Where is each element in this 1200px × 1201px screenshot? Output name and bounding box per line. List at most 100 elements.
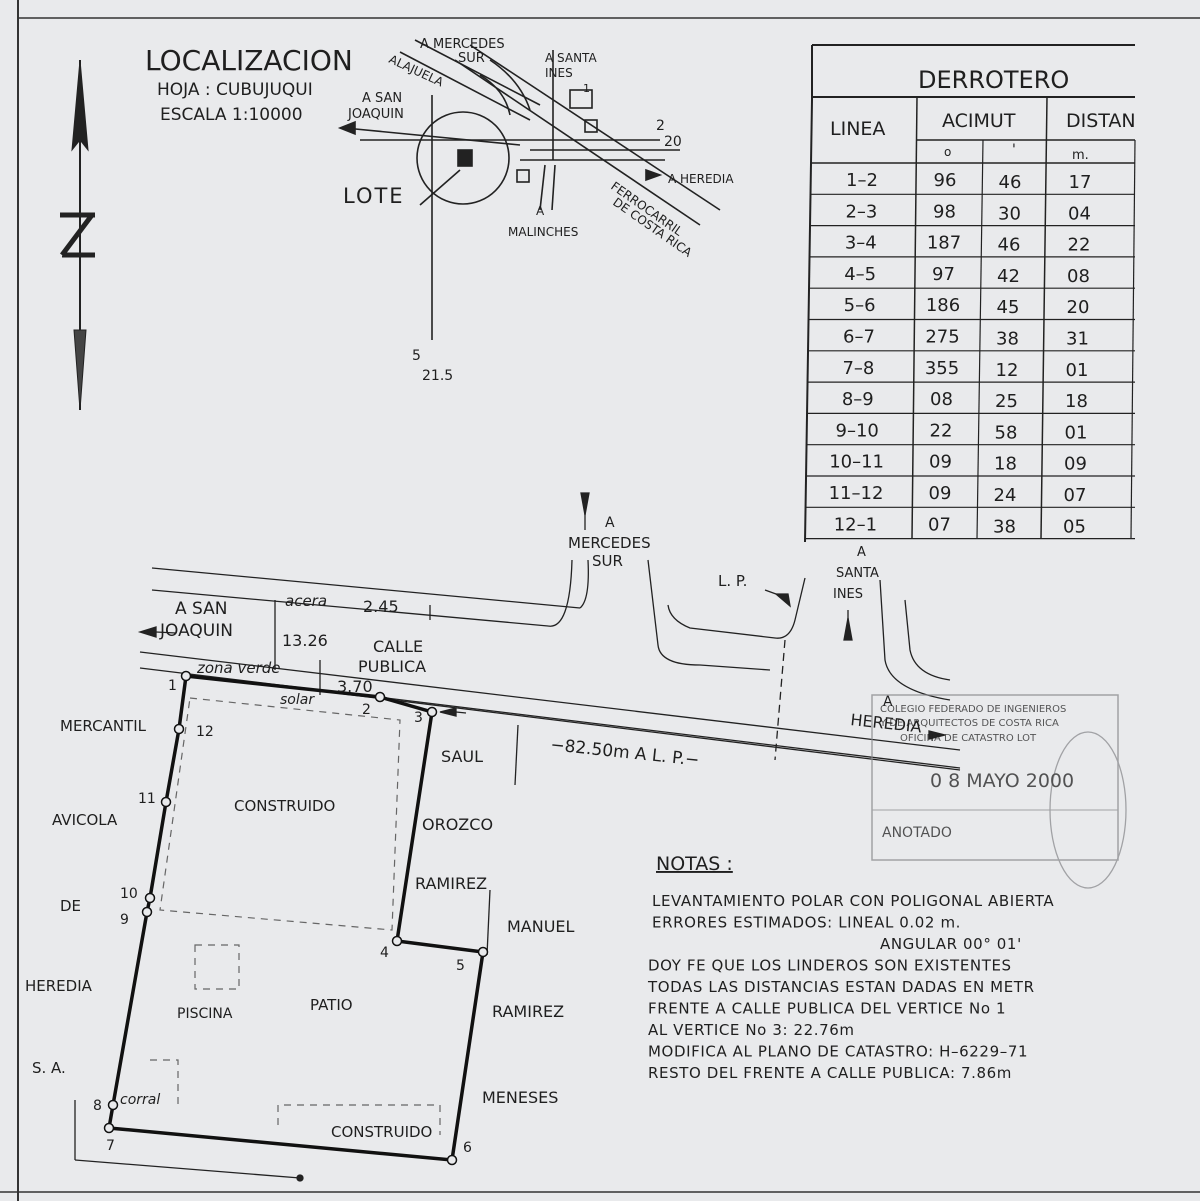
row-azimuth-deg: 187 xyxy=(927,233,961,254)
row-azimuth-min: 24 xyxy=(994,485,1017,506)
plan-a-mercedes: A xyxy=(605,515,615,531)
row-distance: 01 xyxy=(1066,360,1089,381)
row-azimuth-min: 42 xyxy=(997,266,1020,287)
vertex-label: 10 xyxy=(120,886,138,902)
notes-block: LEVANTAMIENTO POLAR CON POLIGONAL ABIERT… xyxy=(647,892,1054,1082)
note-line: RESTO DEL FRENTE A CALLE PUBLICA: 7.86m xyxy=(648,1064,1012,1082)
row-line: 1–2 xyxy=(846,170,878,191)
vertex-label: 9 xyxy=(120,912,129,928)
note-line: FRENTE A CALLE PUBLICA DEL VERTICE No 1 xyxy=(648,1000,1006,1018)
stamp-date: 0 8 MAYO 2000 xyxy=(930,770,1074,792)
neighbor-east-5: RAMIREZ xyxy=(492,1002,564,1021)
row-distance: 05 xyxy=(1063,516,1086,537)
vertex-label: 11 xyxy=(138,791,156,807)
location-title: LOCALIZACION xyxy=(145,44,353,77)
note-line: TODAS LAS DISTANCIAS ESTAN DADAS EN METR xyxy=(647,978,1035,996)
registry-stamp: COLEGIO FEDERADO DE INGENIEROS Y DE ARQU… xyxy=(871,694,1127,889)
header-azimuth: ACIMUT xyxy=(942,110,1016,132)
row-azimuth-min: 46 xyxy=(998,235,1021,256)
row-azimuth-deg: 08 xyxy=(930,389,953,410)
row-azimuth-deg: 22 xyxy=(930,420,953,441)
stamp-annotated: ANOTADO xyxy=(882,825,952,841)
subheader-unit: m. xyxy=(1072,148,1089,163)
plan-joaquin: JOAQUIN xyxy=(159,621,233,641)
neighbor-west-5: S. A. xyxy=(32,1059,66,1077)
row-line: 8–9 xyxy=(842,389,874,410)
vertex-label: 12 xyxy=(196,724,214,740)
loc-san-joaquin: A SAN xyxy=(362,91,402,106)
row-azimuth-min: 30 xyxy=(998,203,1021,224)
row-azimuth-deg: 98 xyxy=(933,201,956,222)
stamp-line-1: COLEGIO FEDERADO DE INGENIEROS xyxy=(880,704,1066,715)
vertex-point xyxy=(446,1154,458,1166)
plan-a-heredia: A xyxy=(883,694,893,710)
plan-patio: PATIO xyxy=(310,996,353,1014)
vertex-label: 8 xyxy=(93,1098,102,1114)
row-line: 3–4 xyxy=(845,233,877,254)
subheader-degrees: o xyxy=(944,145,951,159)
location-scale: ESCALA 1:10000 xyxy=(160,105,303,125)
loc-heredia: A HEREDIA xyxy=(668,172,734,186)
neighbor-east-2: OROZCO xyxy=(422,815,493,834)
plan-solar: solar xyxy=(280,692,315,708)
vertex-point xyxy=(160,796,172,808)
plan-piscina: PISCINA xyxy=(177,1006,233,1022)
plan-ines: INES xyxy=(833,587,863,602)
plan-a-santa: A xyxy=(857,545,866,560)
row-azimuth-deg: 275 xyxy=(925,327,959,348)
row-line: 12–1 xyxy=(834,514,877,535)
grid-easting: 2 xyxy=(656,118,665,134)
row-distance: 01 xyxy=(1065,422,1088,443)
subheader-minutes: ' xyxy=(1012,142,1016,158)
vertex-point xyxy=(180,670,192,682)
neighbor-east-4: MANUEL xyxy=(507,917,575,936)
loc-san-joaquin-2: JOAQUIN xyxy=(347,107,404,122)
vertex-label: 7 xyxy=(106,1138,115,1154)
header-distance: DISTAN xyxy=(1066,110,1136,132)
grid-northing-2: 21.5 xyxy=(422,368,453,384)
plan-street-width: 13.26 xyxy=(282,631,328,650)
note-line: LEVANTAMIENTO POLAR CON POLIGONAL ABIERT… xyxy=(652,892,1054,910)
vertex-point xyxy=(107,1099,119,1111)
row-azimuth-min: 58 xyxy=(995,422,1018,443)
north-arrow-icon xyxy=(60,59,95,411)
plan-acera: acera xyxy=(285,592,327,610)
row-distance: 20 xyxy=(1067,297,1090,318)
derrotero-title: DERROTERO xyxy=(918,66,1069,94)
row-line: 11–12 xyxy=(829,483,884,504)
row-azimuth-deg: 09 xyxy=(929,452,952,473)
neighbor-east-1: SAUL xyxy=(441,747,483,766)
location-sheet: HOJA : CUBUJUQUI xyxy=(157,80,313,100)
row-azimuth-deg: 97 xyxy=(932,264,955,285)
grid-easting-2: 20 xyxy=(664,134,682,150)
vertex-point xyxy=(426,706,438,718)
row-azimuth-deg: 07 xyxy=(928,514,951,535)
row-distance: 09 xyxy=(1064,454,1087,475)
row-distance: 22 xyxy=(1068,235,1091,256)
neighbor-west-2: AVICOLA xyxy=(52,811,118,829)
plan-construido: CONSTRUIDO xyxy=(234,797,335,815)
plan-mercedes: MERCEDES xyxy=(568,534,651,552)
row-distance: 04 xyxy=(1068,203,1091,224)
notes-title: NOTAS : xyxy=(656,853,733,875)
row-azimuth-min: 38 xyxy=(996,329,1019,350)
plan-santa: SANTA xyxy=(836,566,879,581)
vertex-point xyxy=(103,1122,115,1134)
note-line: ANGULAR 00° 01' xyxy=(880,935,1022,953)
plan-a-san: A SAN xyxy=(175,599,228,619)
neighbor-west-1: MERCANTIL xyxy=(60,717,147,735)
plan-calle: CALLE xyxy=(373,637,423,656)
plan-construido-2: CONSTRUIDO xyxy=(331,1123,432,1141)
location-sketch xyxy=(337,39,721,340)
row-line: 2–3 xyxy=(845,201,877,222)
loc-malinches: MALINCHES xyxy=(508,225,578,239)
row-azimuth-min: 18 xyxy=(994,454,1017,475)
note-line: MODIFICA AL PLANO DE CATASTRO: H–6229–71 xyxy=(648,1043,1028,1061)
vertex-point xyxy=(477,946,489,958)
plan-zona-verde: zona verde xyxy=(196,659,281,677)
vertex-label: 5 xyxy=(456,958,465,974)
note-line: ERRORES ESTIMADOS: LINEAL 0.02 m. xyxy=(652,914,961,932)
header-line: LINEA xyxy=(830,118,885,140)
